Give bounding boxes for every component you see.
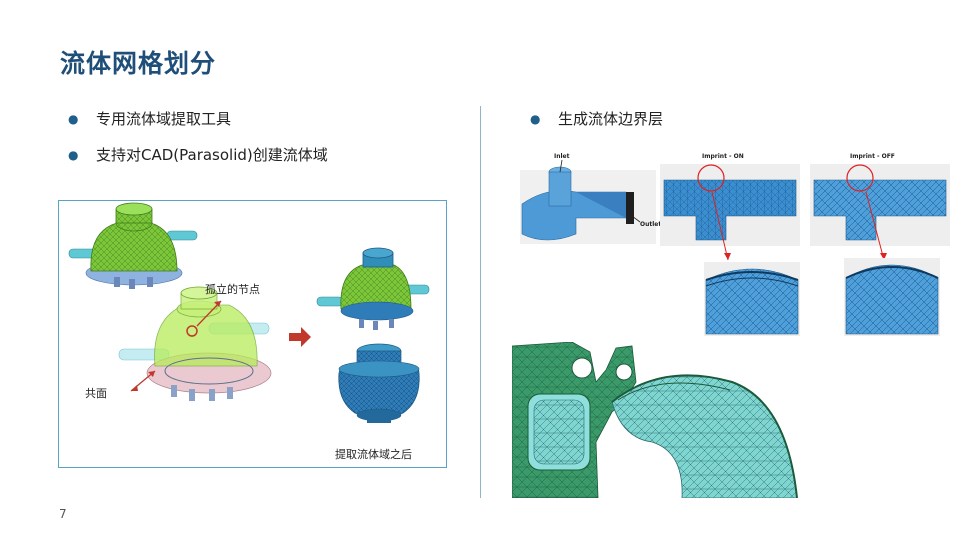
arrow-right-icon: [289, 327, 311, 347]
zoom-detail-imprint-on: [704, 262, 800, 336]
isolated-node-label: 孤立的节点: [205, 283, 260, 296]
imprint-on-label: Imprint - ON: [702, 153, 744, 160]
coplanar-label: 共面: [85, 387, 107, 400]
inlet-label: Inlet: [554, 153, 570, 160]
outlet-label: Outlet: [640, 221, 661, 228]
fluid-extraction-illustration: [68, 202, 430, 423]
transparent-housing-model: [118, 286, 272, 401]
bullet-dot-icon: ●: [68, 148, 79, 162]
boundary-layer-figure: Inlet Outlet Imprint - ON Imprint - OFF: [520, 153, 950, 336]
right-bullet-list: ●生成流体边界层: [530, 109, 664, 145]
bullet-dot-icon: ●: [530, 112, 541, 126]
zoom-detail-imprint-off: [844, 258, 940, 336]
column-divider: [480, 106, 481, 498]
fluid-extraction-figure: 孤立的节点 共面 提取流体域之后: [58, 200, 447, 468]
imprint-off-section: [810, 164, 950, 261]
imprint-on-section: [660, 164, 800, 261]
imprint-off-label: Imprint - OFF: [850, 153, 895, 160]
bullet-item: ●专用流体域提取工具: [68, 110, 232, 128]
slide-title: 流体网格划分: [60, 49, 217, 78]
bullet-item: ●生成流体边界层: [530, 110, 664, 128]
bullet-item: ●支持对CAD(Parasolid)创建流体域: [68, 146, 328, 164]
exhaust-mesh-render: [512, 342, 802, 498]
left-bullet-list: ●专用流体域提取工具 ●支持对CAD(Parasolid)创建流体域: [68, 109, 328, 181]
bullet-dot-icon: ●: [68, 112, 79, 126]
extracted-blue-domain-model: [338, 343, 420, 423]
green-housing-model: [68, 202, 198, 289]
extracted-green-domain-model: [316, 247, 430, 330]
inlet-outlet-model: [520, 159, 656, 244]
page-number: 7: [59, 507, 67, 521]
after-extraction-label: 提取流体域之后: [335, 448, 412, 461]
